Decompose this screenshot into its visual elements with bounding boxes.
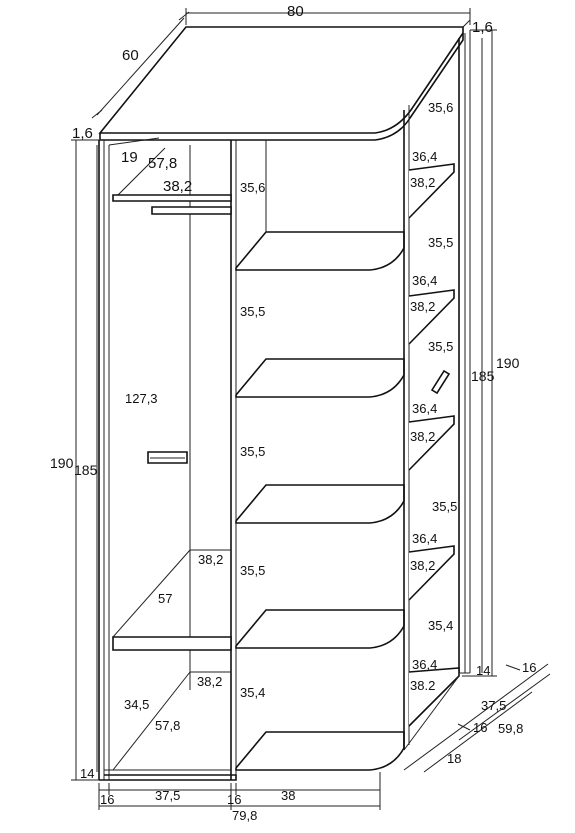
middle-gap-label-4: 35,5 xyxy=(240,563,265,578)
right-shelf-depth-label-1: 36,4 xyxy=(412,149,437,164)
side-bottom-label: 18 xyxy=(447,751,461,766)
top-depth-label: 60 xyxy=(122,47,139,64)
top-depth-dimension xyxy=(91,11,190,119)
left-bottom-shelf-label: 38,2 xyxy=(197,674,222,689)
left-lower-shelf-label: 38,2 xyxy=(198,552,223,567)
bottom-total-label: 79,8 xyxy=(232,808,257,823)
right-height-inner-label: 185 xyxy=(471,368,495,384)
middle-gap-label-5: 35,4 xyxy=(240,685,265,700)
right-gap-label-5: 35,4 xyxy=(428,618,453,633)
left-hanging-height-label: 127,3 xyxy=(125,391,158,406)
left-height-outer-label: 190 xyxy=(50,455,74,471)
left-bottom-diag-label: 57,8 xyxy=(155,718,180,733)
side-panel-top-label: 16 xyxy=(522,660,536,675)
bottom-panel-mid-label: 16 xyxy=(227,792,241,807)
top-thickness-right-label: 1,6 xyxy=(472,19,493,36)
right-shelf-depth-label-5: 36,4 xyxy=(412,657,437,672)
side-depth-dimensions xyxy=(403,663,551,773)
right-shelf-width-label-5: 38.2 xyxy=(410,678,435,693)
right-gap-label-3: 35,5 xyxy=(428,339,453,354)
right-height-outer-label: 190 xyxy=(496,355,520,371)
right-height-dimensions xyxy=(470,29,497,677)
right-gap-label-2: 35,5 xyxy=(428,235,453,250)
right-shelf-depth-label-2: 36,4 xyxy=(412,273,437,288)
middle-gap-label-3: 35,5 xyxy=(240,444,265,459)
right-shelf-width-label-4: 38,2 xyxy=(410,558,435,573)
side-depth-total-label: 59,8 xyxy=(498,721,523,736)
right-shelf-depth-label-4: 36,4 xyxy=(412,531,437,546)
bottom-left-bay-label: 37,5 xyxy=(155,788,180,803)
plinth-left-label: 14 xyxy=(80,766,94,781)
right-shelf-width-label-1: 38,2 xyxy=(410,175,435,190)
bottom-panel-left-label: 16 xyxy=(100,792,114,807)
side-panel-mid-label: 16 xyxy=(473,720,487,735)
left-bay-top-depth-label: 19 xyxy=(121,149,138,166)
right-shelf-depth-label-3: 36,4 xyxy=(412,401,437,416)
left-height-dimensions xyxy=(71,139,99,781)
middle-gap-label-1: 35,6 xyxy=(240,180,265,195)
left-bay-top-diag-label: 57,8 xyxy=(148,155,177,172)
top-width-label: 80 xyxy=(287,3,304,20)
top-width-dimension xyxy=(185,8,471,25)
left-height-inner-label: 185 xyxy=(74,462,98,478)
side-depth-a-label: 37,5 xyxy=(481,698,506,713)
top-thickness-left-label: 1,6 xyxy=(72,125,93,142)
left-lower-gap-label: 57 xyxy=(158,591,172,606)
top-panel xyxy=(98,26,464,141)
middle-gap-label-2: 35,5 xyxy=(240,304,265,319)
left-top-shelf-label: 38,2 xyxy=(163,178,192,195)
right-gap-label-1: 35,6 xyxy=(428,100,453,115)
right-shelf-width-label-2: 38,2 xyxy=(410,299,435,314)
bottom-width-dimensions xyxy=(98,772,381,810)
bottom-right-bay-label: 38 xyxy=(281,788,295,803)
right-gap-label-4: 35,5 xyxy=(432,499,457,514)
right-shelf-width-label-3: 38,2 xyxy=(410,429,435,444)
plinth-right-label: 14 xyxy=(476,663,490,678)
left-bottom-gap-label: 34,5 xyxy=(124,697,149,712)
right-corner-unit xyxy=(403,30,471,751)
left-compartment xyxy=(98,137,237,781)
